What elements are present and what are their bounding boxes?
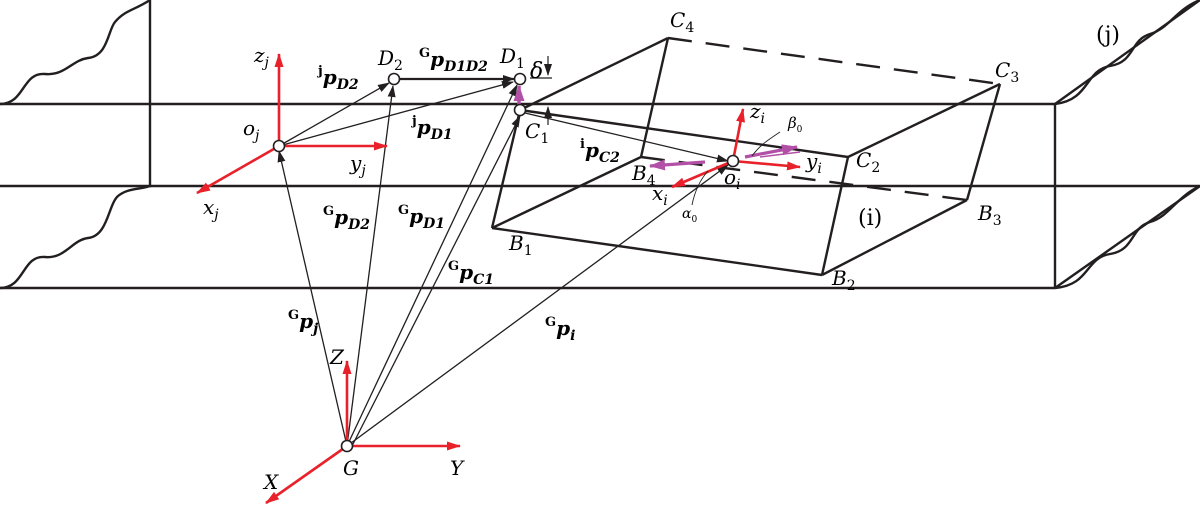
label-yj: yj bbox=[349, 151, 366, 179]
label-D1: D1 bbox=[499, 44, 525, 72]
label-beta0: β0 bbox=[787, 114, 803, 135]
label-B4: B4 bbox=[631, 161, 656, 189]
label-C3: C3 bbox=[995, 58, 1019, 86]
label-body-j: (j) bbox=[1096, 23, 1120, 48]
label-oj: oj bbox=[243, 116, 260, 144]
label-vector-jpD1: jpD1 bbox=[411, 114, 453, 143]
body-i-outline bbox=[490, 36, 1002, 277]
label-Z: Z bbox=[329, 345, 345, 369]
label-xj: xj bbox=[203, 195, 219, 223]
vector-ipC2 bbox=[524, 112, 729, 163]
label-zj: zj bbox=[253, 43, 270, 71]
point-D2 bbox=[387, 72, 401, 86]
label-X: X bbox=[262, 470, 279, 494]
axis-X bbox=[265, 444, 348, 505]
label-vector-GpD1D2: GpD1D2 bbox=[419, 46, 488, 75]
label-C1: C1 bbox=[525, 119, 549, 147]
label-B3: B3 bbox=[977, 201, 1002, 229]
vector-jpD2 bbox=[278, 82, 390, 147]
frame-i-axes bbox=[671, 108, 801, 189]
position-vectors bbox=[277, 75, 729, 447]
global-frame-axes bbox=[265, 360, 461, 505]
text-labels: C4 C3 C2 C1 B4 B3 B2 B1 D2 D1 (j) (i) zj… bbox=[203, 8, 1120, 494]
label-C4: C4 bbox=[670, 8, 694, 36]
vector-GpC1 bbox=[351, 115, 521, 447]
label-D2: D2 bbox=[377, 46, 403, 74]
label-vector-Gpi: Gpi bbox=[545, 315, 575, 344]
label-vector-GpD2: GpD2 bbox=[323, 204, 370, 233]
label-G: G bbox=[343, 456, 359, 480]
label-vector-ipC2: ipC2 bbox=[580, 137, 620, 166]
axis-xj bbox=[196, 144, 280, 195]
axis-xi bbox=[671, 159, 734, 189]
label-B2: B2 bbox=[831, 266, 856, 294]
label-zi: zi bbox=[749, 99, 765, 127]
label-body-i: (i) bbox=[858, 206, 882, 231]
point-D1 bbox=[513, 72, 527, 86]
label-xi: xi bbox=[652, 181, 668, 209]
point-oj bbox=[272, 139, 286, 153]
body-j-outline bbox=[0, 0, 1200, 290]
point-oi bbox=[726, 154, 740, 168]
delta-dimension bbox=[524, 56, 560, 125]
vector-GpD2 bbox=[346, 85, 396, 447]
points bbox=[272, 72, 740, 453]
label-vector-GpD1: GpD1 bbox=[398, 203, 445, 232]
label-C2: C2 bbox=[856, 148, 880, 176]
label-vector-Gpj: Gpj bbox=[288, 308, 318, 337]
point-C1 bbox=[513, 103, 527, 117]
label-vector-GpC1: GpC1 bbox=[448, 259, 494, 288]
axis-zi bbox=[731, 108, 745, 162]
angle-leaders bbox=[691, 131, 781, 206]
vector-Gpi bbox=[346, 164, 729, 447]
vector-Gpj bbox=[277, 150, 348, 447]
angle-indicators bbox=[649, 144, 801, 171]
point-G bbox=[340, 439, 354, 453]
label-delta: δ bbox=[530, 59, 543, 84]
label-vector-jpD2: jpD2 bbox=[317, 64, 359, 93]
vector-GpD1 bbox=[346, 84, 518, 447]
label-B1: B1 bbox=[508, 231, 533, 259]
vector-jpD1 bbox=[278, 81, 514, 147]
axis-yi bbox=[732, 159, 801, 171]
label-Y: Y bbox=[450, 456, 465, 480]
label-oi: oi bbox=[724, 165, 741, 193]
label-yi: yi bbox=[805, 149, 822, 177]
label-alpha0: α0 bbox=[682, 206, 697, 225]
frame-j-axes bbox=[196, 53, 388, 195]
